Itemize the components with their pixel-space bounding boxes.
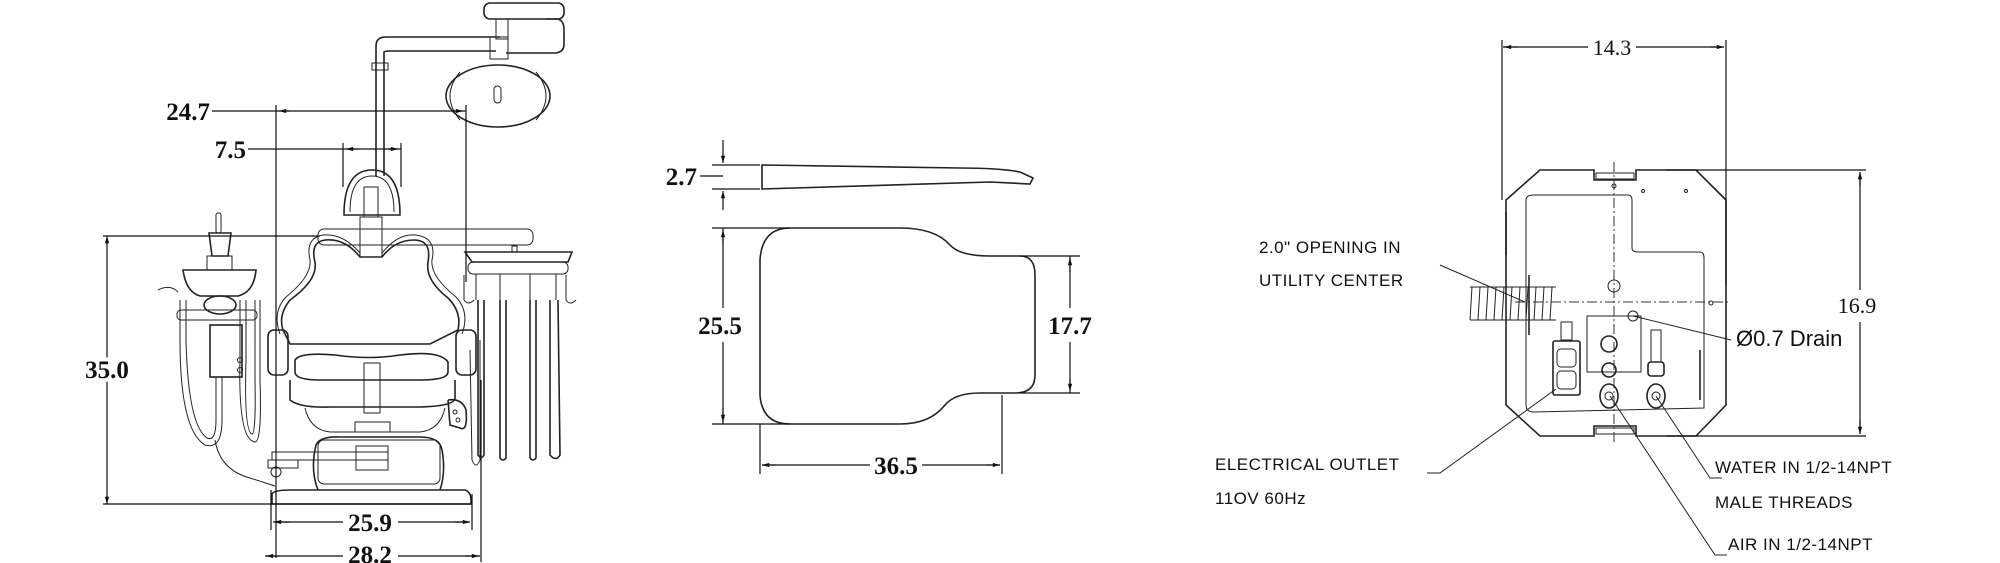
chair-seat: [267, 329, 477, 433]
water-label-line2: MALE THREADS: [1715, 493, 1853, 512]
assistant-unit: [157, 212, 276, 487]
outlet-label-line1: ELECTRICAL OUTLET: [1215, 455, 1400, 474]
chair-front-view: 24.7 7.5 35.0 25.9 28.2: [81, 2, 577, 563]
air-label: AIR IN 1/2-14NPT: [1728, 535, 1873, 554]
backrest-side-profile: [761, 164, 1035, 190]
dim-length-label: 36.5: [874, 453, 918, 480]
dim-width-label: 14.3: [1593, 35, 1632, 60]
dim-narrow-end-label: 17.7: [1048, 313, 1092, 340]
water-label-line1: WATER IN 1/2-14NPT: [1715, 458, 1892, 477]
chair-dimensions: 24.7 7.5 35.0 25.9 28.2: [81, 99, 482, 563]
dim-height-label: 16.9: [1838, 293, 1877, 318]
dim-wide-end-label: 25.5: [698, 313, 742, 340]
utility-plate-outline: [1505, 169, 1727, 437]
dim-height-label: 35.0: [85, 357, 129, 384]
opening-label-line2: UTILITY CENTER: [1259, 271, 1404, 290]
chair-backrest: [276, 228, 534, 345]
drain-label: Ø0.7 Drain: [1736, 326, 1842, 351]
drain-coil: [1469, 275, 1556, 335]
electrical-outlet: [1552, 321, 1581, 396]
chair-base: [267, 421, 472, 505]
valve-assembly: [1586, 315, 1666, 409]
dim-overall-width-label: 28.2: [348, 542, 392, 563]
backrest-top-outline: [759, 227, 1036, 425]
opening-label-line1: 2.0" OPENING IN: [1259, 238, 1401, 257]
outlet-label-line2: 11OV 60Hz: [1215, 489, 1306, 508]
instrument-tray: [463, 245, 577, 466]
dim-thickness-label: 2.7: [666, 164, 697, 191]
operating-light: [371, 2, 565, 176]
headrest: [343, 169, 401, 258]
dim-light-reach-label: 24.7: [166, 99, 210, 126]
dim-headrest-width-label: 7.5: [215, 137, 246, 164]
utility-center-view: 14.3 16.9 2.0" OPENING IN UTILITY CENTER…: [1215, 35, 1892, 556]
backrest-view: 2.7 25.5 17.7 36.5: [666, 140, 1092, 480]
dim-base-width-label: 25.9: [348, 510, 392, 537]
